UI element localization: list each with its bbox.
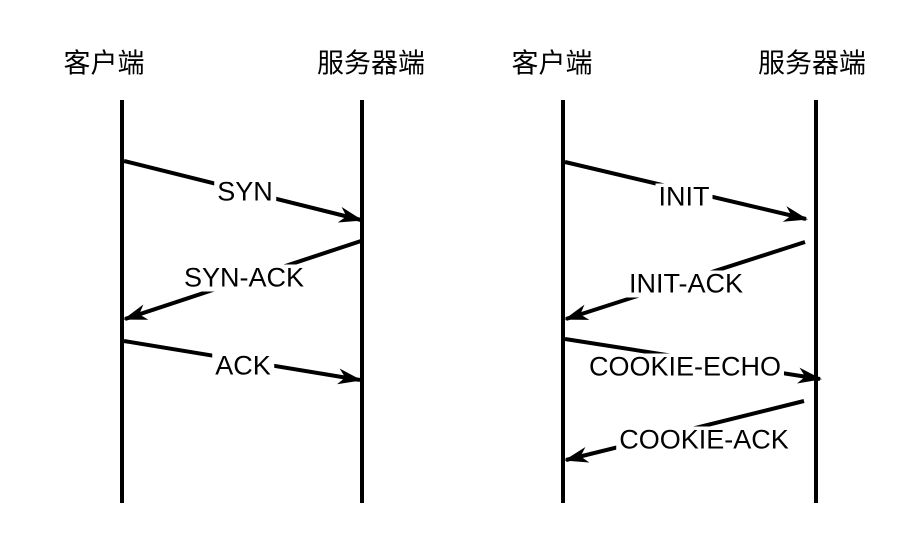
message-label-syn: SYN bbox=[214, 178, 276, 206]
actor-label-tcp-client: 客户端 bbox=[63, 48, 145, 79]
message-label-init: INIT bbox=[655, 183, 713, 211]
message-label-cookie-echo: COOKIE-ECHO bbox=[585, 353, 785, 381]
message-label-ack: ACK bbox=[212, 352, 274, 380]
actor-label-sctp-client: 客户端 bbox=[511, 48, 593, 79]
actor-label-tcp-server: 服务器端 bbox=[317, 48, 425, 79]
message-label-init-ack: INIT-ACK bbox=[625, 270, 747, 298]
message-label-syn-ack: SYN-ACK bbox=[180, 264, 308, 292]
message-label-cookie-ack: COOKIE-ACK bbox=[616, 426, 792, 454]
actor-label-sctp-server: 服务器端 bbox=[758, 48, 866, 79]
